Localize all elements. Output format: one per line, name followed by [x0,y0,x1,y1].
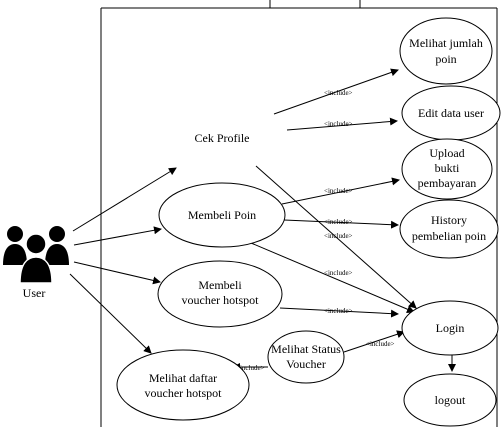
include-edge [255,165,417,309]
assoc-melihat-daftar [69,273,152,354]
use-case-logout: logout [403,373,497,427]
use-case-label: bukti [435,161,460,175]
use-case-melihat-daftar: Melihat daftar voucher hotspot [116,349,250,421]
actor-associations [69,167,177,354]
include-edge [286,117,398,131]
use-case-label: Voucher [286,357,326,371]
use-case-label: Login [436,321,465,335]
use-case-label: Melihat jumlah [409,36,483,50]
system-boundary [100,0,498,427]
use-case-melihat-jumlah-poin: Melihat jumlah poin [399,17,493,85]
use-case-label: voucher hotspot [145,386,223,400]
include-label: <include> [324,89,353,97]
include-label: <include> [366,340,395,348]
include-relations: <include> <include> <include> <include> … [232,68,456,372]
use-case-login: Login [401,300,499,356]
include-label: <include> [324,269,353,277]
use-case-history: History pembelian poin [399,199,499,259]
use-case-label: History [431,213,467,227]
use-case-label: pembayaran [418,176,477,190]
include-label: <include> [324,232,353,240]
assoc-membeli-poin [73,226,162,246]
assoc-membeli-voucher [73,261,161,285]
include-label: <include> [236,364,265,372]
include-label: <include> [324,120,353,128]
include-edge [343,330,405,353]
include-label: <include> [324,218,353,226]
actor-label: User [23,286,46,300]
include-edge [243,239,415,313]
use-case-label: Membeli Poin [188,208,256,222]
use-case-label: voucher hotspot [182,293,260,307]
users-group-icon [3,226,69,284]
use-case-label: poin [435,52,456,66]
actor-user: User [3,226,69,300]
use-case-label: Melihat daftar [149,371,217,385]
include-edge [283,219,399,229]
include-label: <include> [324,187,353,195]
use-case-cek-profile: Cek Profile [195,131,250,145]
use-case-label: Membeli [198,278,242,292]
use-case-label: Edit data user [418,106,484,120]
use-case-membeli-voucher: Membeli voucher hotspot [157,260,283,328]
include-label: <include> [324,307,353,315]
use-case-label: Melihat Status [271,342,341,356]
use-case-label: Cek Profile [195,131,250,145]
include-edge [273,68,399,115]
use-case-membeli-poin: Membeli Poin [158,182,286,248]
use-case-upload-bukti: Upload bukti pembayaran [401,138,493,200]
use-case-label: pembelian poin [412,229,486,243]
include-edge [279,307,399,318]
use-case-label: Upload [429,146,464,160]
use-case-melihat-status-voucher: Melihat Status Voucher [267,330,345,384]
use-case-edit-data-user: Edit data user [401,85,501,141]
include-edge [281,177,400,205]
assoc-cek-profile [72,167,177,232]
use-case-label: logout [435,393,466,407]
